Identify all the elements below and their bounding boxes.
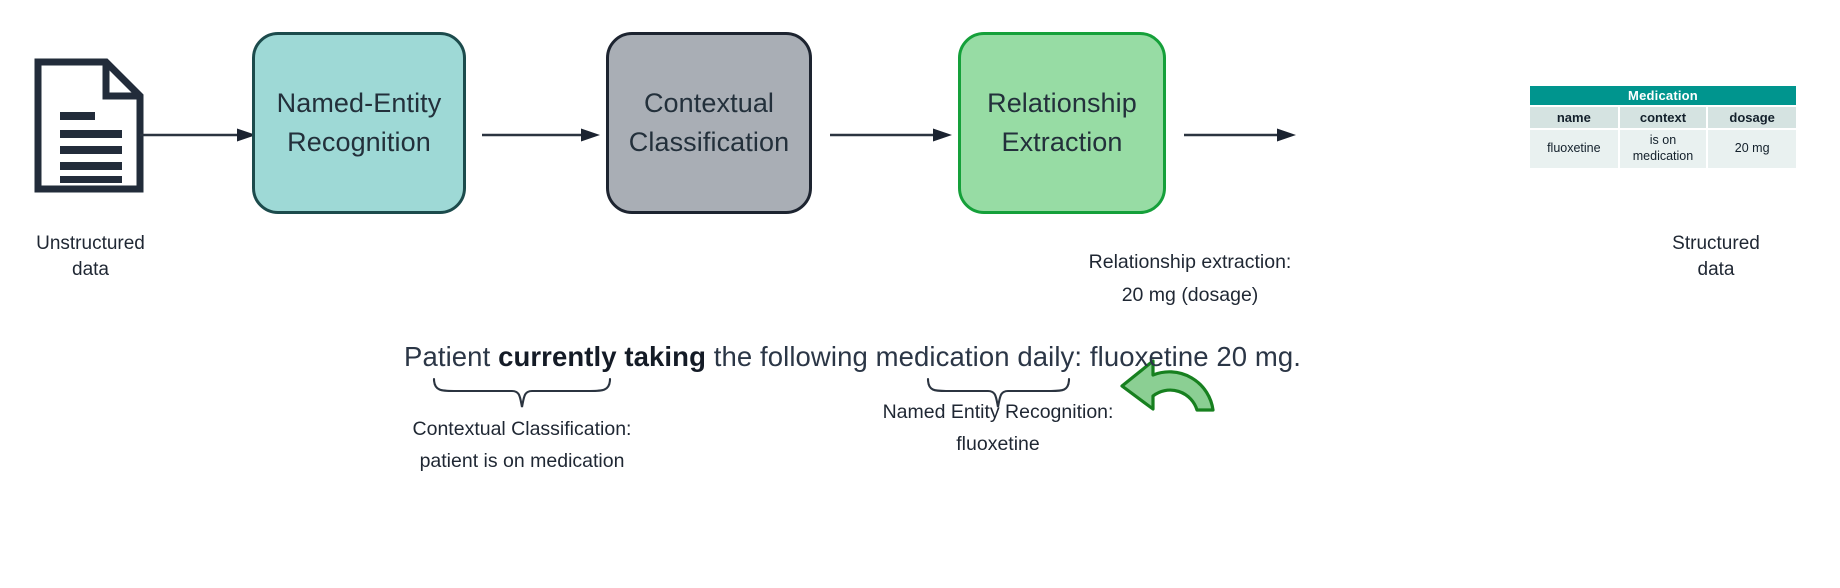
table-title: Medication bbox=[1530, 86, 1796, 105]
table-row: fluoxetine is on medication 20 mg bbox=[1530, 130, 1796, 168]
structured-result-table: Medication name context dosage fluoxetin… bbox=[1530, 86, 1796, 168]
sentence-highlight-context: currently taking bbox=[498, 341, 706, 372]
output-caption-line2: data bbox=[1697, 258, 1735, 280]
annotation-relationship-line2: 20 mg (dosage) bbox=[1121, 283, 1259, 306]
output-caption-line1: Structured bbox=[1672, 233, 1760, 254]
flow-arrow-icon-2 bbox=[482, 128, 600, 142]
document-icon bbox=[34, 58, 144, 193]
stage-re-line1: Relationship bbox=[987, 87, 1137, 118]
stage-cc-line2: Classification bbox=[628, 127, 790, 157]
flow-arrow-icon-1 bbox=[140, 128, 256, 142]
table-spacer bbox=[1530, 105, 1796, 107]
annotation-contextual-line2: patient is on medication bbox=[419, 449, 625, 472]
stage-cc-line1: Contextual bbox=[643, 87, 775, 118]
table-spacer-row-2 bbox=[1530, 128, 1796, 130]
output-caption: Structured data bbox=[1616, 231, 1816, 282]
sentence-part2: the following medication daily: bbox=[705, 341, 1090, 372]
stage-contextual-classification[interactable]: Contextual Classification bbox=[606, 32, 812, 214]
example-sentence: Patient currently taking the following m… bbox=[404, 340, 1301, 374]
stage-named-entity-recognition[interactable]: Named-Entity Recognition bbox=[252, 32, 466, 214]
table-spacer-2 bbox=[1530, 128, 1796, 130]
stage-re-line2: Extraction bbox=[1001, 127, 1123, 157]
annotation-relationship-extraction: Relationship extraction: 20 mg (dosage) bbox=[1000, 246, 1380, 312]
stage-relationship-extraction[interactable]: Relationship Extraction bbox=[958, 32, 1166, 214]
annotation-named-entity-recognition: Named Entity Recognition: fluoxetine bbox=[838, 397, 1158, 460]
flow-arrow-icon-3 bbox=[830, 128, 952, 142]
cell-context: is on medication bbox=[1618, 130, 1709, 168]
annotation-contextual-line1: Contextual Classification: bbox=[412, 418, 632, 440]
sentence-part3: 20 mg. bbox=[1208, 341, 1302, 372]
cell-name: fluoxetine bbox=[1530, 130, 1620, 168]
table-column-name: name bbox=[1530, 107, 1620, 128]
table-column-context: context bbox=[1618, 107, 1709, 128]
stage-ner-line1: Named-Entity bbox=[276, 87, 442, 118]
brace-named-entity-icon bbox=[926, 377, 1071, 408]
flow-arrow-icon-4 bbox=[1184, 128, 1296, 142]
table-spacer-row bbox=[1530, 105, 1796, 107]
input-caption-line1: Unstructured bbox=[36, 233, 145, 254]
curved-arrow-icon bbox=[1120, 359, 1215, 412]
input-caption: Unstructured data bbox=[8, 231, 173, 282]
annotation-relationship-line1: Relationship extraction: bbox=[1088, 251, 1292, 273]
stage-ner-line2: Recognition bbox=[287, 127, 431, 157]
table-title-row: Medication bbox=[1530, 86, 1796, 105]
table-column-dosage: dosage bbox=[1707, 107, 1796, 128]
input-caption-line2: data bbox=[72, 258, 109, 280]
annotation-named-entity-line1: Named Entity Recognition: bbox=[882, 401, 1114, 423]
cell-dosage: 20 mg bbox=[1707, 130, 1796, 168]
brace-contextual-icon bbox=[432, 377, 612, 408]
table-header-row: name context dosage bbox=[1530, 107, 1796, 128]
sentence-part1: Patient bbox=[404, 341, 499, 372]
annotation-named-entity-line2: fluoxetine bbox=[956, 432, 1040, 455]
annotation-contextual-classification: Contextual Classification: patient is on… bbox=[372, 414, 672, 477]
sentence-highlight-entity: fluoxetine bbox=[1089, 341, 1209, 372]
